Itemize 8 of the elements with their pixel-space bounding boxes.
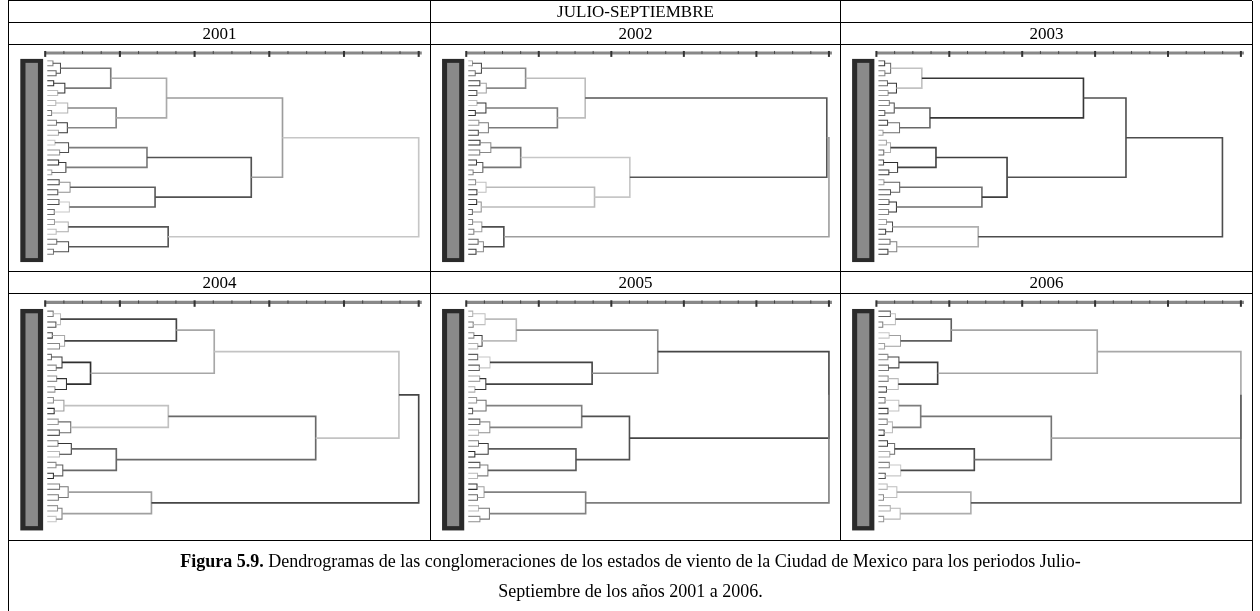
column-header: JULIO-SEPTIEMBRE [557,1,714,22]
figure-caption: Figura 5.9. Dendrogramas de las conglomeraciones de los estados de viento de la Ciudad de Mexico para los periodos Julio-Septiembre de los años 2001 a 2006. [179,550,1082,603]
year-label: 2005 [618,272,653,293]
year-label: 2004 [202,272,237,293]
year-label: 2003 [1029,23,1064,44]
year-label: 2002 [618,23,653,44]
year-label: 2001 [202,23,237,44]
year-label: 2006 [1029,272,1064,293]
